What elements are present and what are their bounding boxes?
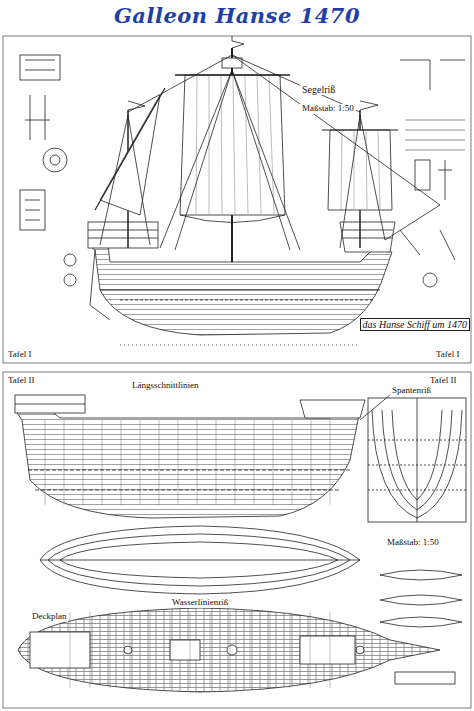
seam-line bbox=[110, 612, 111, 688]
seam-line bbox=[269, 76, 274, 214]
seam-line bbox=[197, 420, 198, 505]
seam-line bbox=[140, 420, 141, 505]
plan-cartouche: das Hanse Schiff um 1470 bbox=[360, 318, 470, 331]
view-heading: Längsschnittlinien bbox=[130, 381, 201, 391]
seam-line bbox=[130, 612, 131, 688]
seam-line bbox=[45, 420, 46, 505]
seam-line bbox=[270, 612, 271, 688]
seam-line bbox=[290, 612, 291, 688]
scale-note: Maßstab: 1:50 bbox=[385, 538, 441, 548]
seam-line bbox=[292, 420, 293, 505]
seam-line bbox=[83, 420, 84, 505]
seam-line bbox=[341, 131, 342, 209]
seam-line bbox=[250, 612, 251, 688]
view-heading: Wasserlinienriß bbox=[170, 598, 230, 608]
plan-title: Galleon Hanse 1470 bbox=[0, 3, 474, 28]
seam-line bbox=[178, 420, 179, 505]
scale-note: Maßstab: 1:50 bbox=[300, 104, 356, 114]
seam-line bbox=[235, 420, 236, 505]
seam-line bbox=[64, 420, 65, 505]
view-heading: Spantenriß bbox=[390, 386, 433, 396]
seam-line bbox=[159, 420, 160, 505]
seam-line bbox=[311, 420, 312, 505]
seam-line bbox=[70, 612, 71, 688]
seam-line bbox=[209, 76, 210, 214]
sheet-number: Tafel I bbox=[6, 350, 34, 360]
seam-line bbox=[366, 131, 367, 209]
seam-line bbox=[254, 420, 255, 505]
sheet-number: Tafel II bbox=[428, 376, 459, 386]
sheet-number: Tafel II bbox=[6, 376, 37, 386]
seam-line bbox=[273, 420, 274, 505]
seam-line bbox=[330, 420, 331, 505]
seam-line bbox=[216, 420, 217, 505]
seam-line bbox=[90, 612, 91, 688]
seam-line bbox=[150, 612, 151, 688]
sheet-heading: Segelriß bbox=[300, 84, 337, 95]
seam-line bbox=[354, 131, 355, 209]
seam-line bbox=[102, 420, 103, 505]
seam-line bbox=[378, 131, 380, 209]
seam-line bbox=[170, 612, 171, 688]
seam-line bbox=[190, 612, 191, 688]
view-heading: Deckplan bbox=[30, 612, 68, 622]
seam-line bbox=[196, 76, 197, 214]
seam-line bbox=[230, 612, 231, 688]
seam-line bbox=[121, 420, 122, 505]
seam-line bbox=[245, 76, 248, 214]
seam-line bbox=[330, 612, 331, 688]
seam-line bbox=[310, 612, 311, 688]
seam-line bbox=[233, 76, 235, 214]
sheet-number: Tafel I bbox=[434, 350, 462, 360]
seam-line bbox=[210, 612, 211, 688]
seam-line bbox=[221, 76, 222, 214]
seam-line bbox=[257, 76, 261, 214]
